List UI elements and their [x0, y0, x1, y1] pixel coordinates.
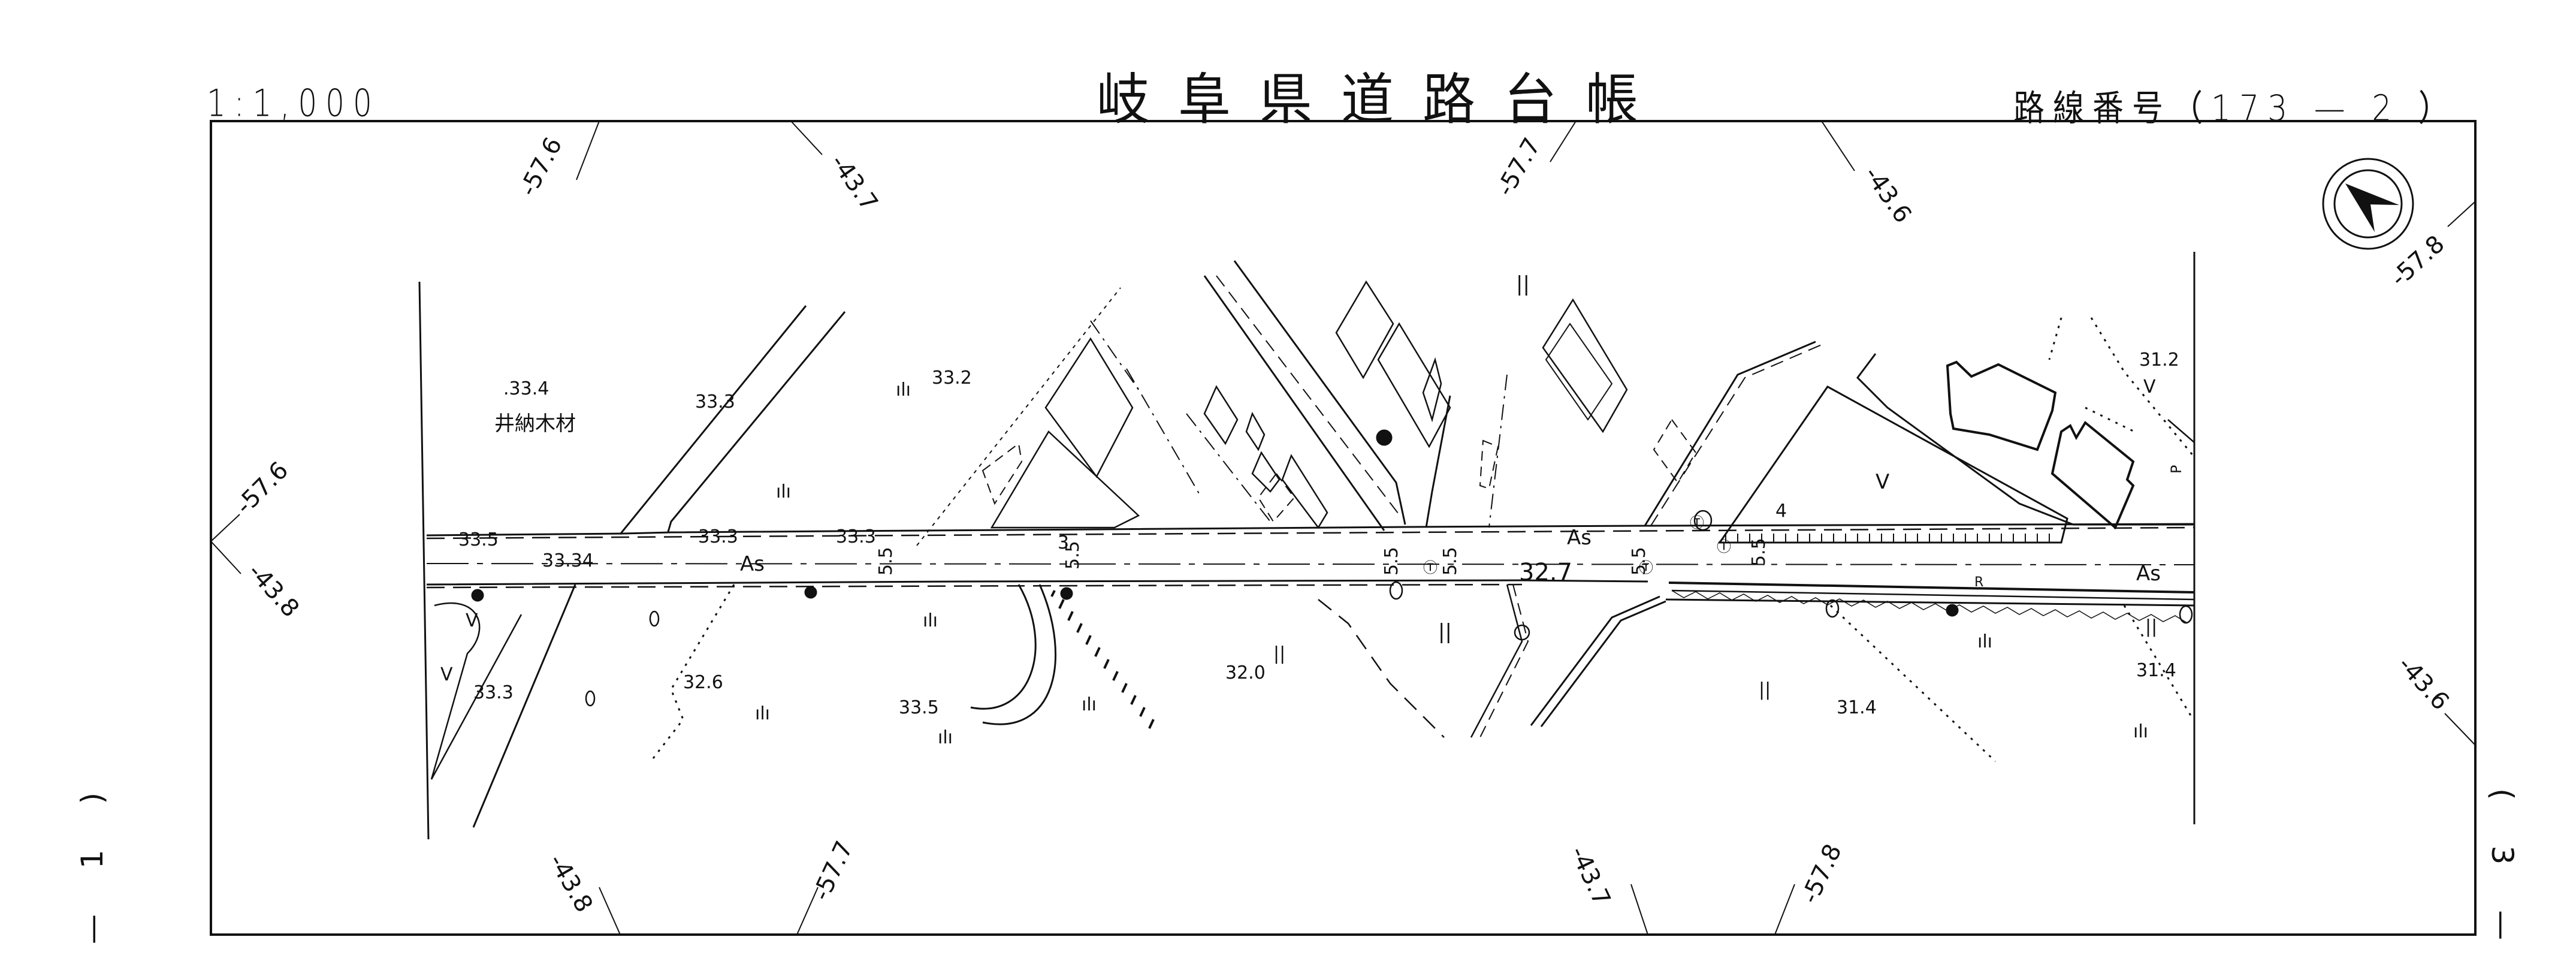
field-symbol: ılı	[2133, 721, 2148, 742]
north-arrow-icon	[2322, 158, 2414, 250]
orchard-symbol: V	[1876, 470, 1889, 494]
elevation-point: 33.5	[899, 697, 939, 718]
grid-label: -57.7	[1491, 133, 1547, 201]
pavement-label: As	[740, 552, 765, 576]
grid-ticks	[210, 120, 2476, 935]
owner-label: 井納木材	[494, 412, 576, 436]
elevation-point: 33.2	[932, 367, 972, 388]
field-symbol: ılı	[1977, 631, 1992, 652]
map-labels: 井納木材 As As As .33.4 33.3 33.2 33.5 33.3 …	[440, 272, 2185, 748]
elevation-point: 32.6	[683, 672, 723, 693]
elevation-point: 31.4	[1837, 697, 1877, 718]
boundary-dotted	[916, 287, 1121, 546]
grid-label: -57.6	[514, 133, 567, 201]
grid-label: -57.8	[1796, 840, 1847, 908]
survey-boundary-left	[418, 281, 430, 840]
elevation-point: .33.4	[503, 378, 549, 399]
paddy-symbol: ||	[2145, 616, 2157, 637]
road-width-dimension: 5.5	[1381, 547, 1402, 576]
elevation-point: 33.3	[473, 682, 514, 703]
side-ditch	[1470, 584, 1523, 738]
elevation-point: 33.34	[542, 550, 594, 571]
branch-road-left	[430, 305, 846, 828]
elevation-point: 33.3	[698, 526, 738, 547]
road-width-dimension: 5.5	[875, 547, 896, 576]
parcel-dashed	[1318, 599, 1445, 738]
road-width-dimension: 5.5	[1748, 538, 1769, 567]
paddy-symbol: ||	[1516, 272, 1530, 296]
paddy-symbol: ||	[1438, 620, 1452, 644]
slope-hatch	[1050, 590, 1155, 729]
curved-road-inner	[970, 584, 1037, 710]
river-mark: R	[1974, 575, 1983, 590]
grid-label: -57.6	[231, 456, 294, 520]
telecom-symbol: Ⓣ	[1639, 559, 1653, 576]
fence	[2167, 419, 2195, 443]
side-ditch-dash	[1479, 584, 1529, 738]
elevation-point: 31.4	[2136, 660, 2176, 681]
orchard-symbol: V	[466, 610, 478, 631]
pavement-label: As	[1567, 526, 1591, 550]
p-mark: P	[2168, 465, 2185, 474]
utility-poles	[471, 429, 1959, 617]
grid-label: -43.8	[543, 849, 598, 917]
grid-label: -43.7	[1565, 842, 1615, 910]
field-symbol: ılı	[776, 481, 791, 502]
telecom-symbol: Ⓣ	[1423, 559, 1438, 576]
map-frame	[210, 120, 2477, 936]
buildings-center	[990, 280, 1628, 529]
elevation-point: 33.3	[836, 526, 876, 547]
buildings-planned	[982, 418, 1697, 523]
elevation-point: 31.2	[2139, 350, 2179, 370]
elevation-point: 32.0	[1225, 662, 1266, 683]
grid-label: -57.7	[807, 837, 858, 905]
parcel-dotted-lines	[652, 317, 2194, 763]
field-symbol: ılı	[923, 610, 938, 631]
route-number: 路線番号（173 — 2 ）	[2013, 88, 2458, 129]
orchard-symbol: V	[440, 664, 453, 685]
curved-road-outer	[982, 584, 1056, 725]
grid-label: -43.6	[1859, 161, 1917, 228]
orchard-symbol: V	[2143, 376, 2156, 397]
road-width-dimension: 5.5	[1440, 547, 1461, 576]
main-road	[426, 523, 2195, 727]
field-symbol: ılı	[755, 703, 770, 724]
field-symbol: ılı	[896, 379, 911, 400]
road-width-dimension: 3	[1058, 532, 1069, 553]
island-hatched	[1718, 385, 2068, 544]
road-width-dimension: 4	[1775, 501, 1787, 522]
road-width-dimension: 5.5	[1629, 547, 1650, 576]
elevation-point: 32.7	[1519, 559, 1572, 586]
road-width-dimension: 5.5	[1062, 541, 1083, 570]
elevation-point: 33.3	[695, 391, 735, 412]
paddy-symbol: ||	[1273, 643, 1285, 664]
field-symbol: ılı	[938, 727, 953, 748]
telecom-symbol: Ⓣ	[1690, 514, 1704, 531]
grid-label: -43.6	[2393, 651, 2454, 716]
elevation-point: 33.5	[458, 529, 499, 550]
side-road-right	[1644, 341, 2194, 526]
side-road-center	[1090, 260, 1508, 531]
buildings-right	[1946, 360, 2135, 530]
paddy-symbol: ||	[1759, 679, 1771, 700]
manholes	[585, 510, 2193, 707]
grid-label: -43.7	[825, 149, 883, 216]
field-symbol: ılı	[1082, 694, 1097, 715]
map-scale: 1:1,000	[207, 82, 380, 125]
grid-label: -43.8	[243, 558, 304, 623]
telecom-symbol: Ⓣ	[1717, 538, 1731, 555]
pavement-label: As	[2136, 562, 2161, 586]
